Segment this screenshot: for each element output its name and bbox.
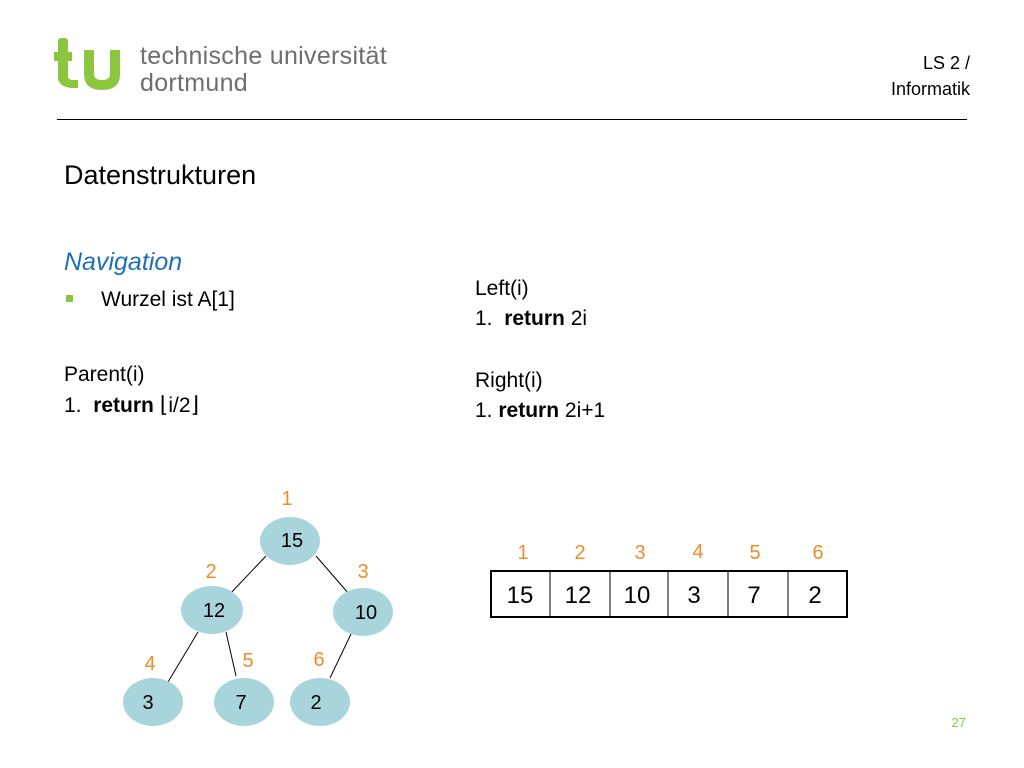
right-step-number: 1.: [475, 399, 493, 422]
floor-left-bracket: ⌊: [159, 392, 169, 417]
edge-2-4: [167, 631, 199, 683]
parent-line: 1. return ⌊i/2⌋: [64, 390, 199, 421]
university-line2: dortmund: [140, 69, 249, 97]
floor-right-bracket: ⌋: [190, 392, 200, 417]
parent-name: Parent(i): [64, 363, 145, 386]
array-index: 1: [517, 542, 528, 564]
tree-node-6: [290, 678, 350, 726]
edge-2-5: [225, 631, 237, 677]
tree-node-4: [123, 678, 183, 726]
array-cell: 12: [565, 582, 592, 609]
tree-node-3: [333, 588, 393, 636]
parent-keyword: return: [93, 394, 154, 417]
header-divider: [57, 119, 967, 120]
university-name: technische universität dortmund: [140, 43, 387, 97]
array-index: 3: [634, 542, 645, 564]
array-cell: 3: [687, 582, 700, 609]
tree-value: 12: [203, 600, 225, 622]
array-index: 5: [749, 542, 760, 564]
parent-expression: i/2: [168, 394, 191, 417]
edge-1-3: [315, 555, 350, 595]
right-block: Right(i) 1. return 2i+1: [475, 366, 605, 426]
tree-node-1: [260, 517, 320, 565]
slide-title: Datenstrukturen: [64, 160, 257, 190]
right-expression: 2i+1: [564, 399, 606, 422]
tree-index: 1: [281, 488, 292, 510]
left-expression: 2i: [570, 307, 588, 330]
tree-node-2: [181, 586, 243, 634]
tree-value: 15: [281, 530, 303, 552]
left-block: Left(i) 1. return 2i: [475, 274, 587, 334]
right-name: Right(i): [475, 369, 543, 392]
tree-index: 5: [242, 650, 253, 672]
array-border: [490, 570, 848, 618]
right-keyword: return: [498, 399, 560, 422]
bullet-text: Wurzel ist A[1]: [101, 288, 235, 311]
tu-logo-icon: [54, 38, 120, 90]
bullet-square-icon: [66, 295, 73, 302]
array-cell: 7: [747, 582, 760, 609]
department-line2: Informatik: [890, 79, 970, 99]
array-cell: 15: [507, 582, 534, 609]
tree-index: 4: [144, 653, 155, 675]
edge-1-2: [227, 555, 267, 597]
array-cell: 2: [808, 582, 821, 609]
department-label: LS 2 / Informatik: [891, 50, 970, 102]
parent-step-number: 1.: [64, 394, 82, 417]
left-name: Left(i): [475, 277, 529, 300]
edge-3-6: [329, 633, 352, 679]
department-line1: LS 2 /: [922, 53, 970, 73]
left-line: 1. return 2i: [475, 304, 587, 334]
tree-value: 7: [235, 692, 246, 714]
array-index: 2: [574, 542, 585, 564]
tree-node-5: [214, 678, 274, 726]
tree-index: 2: [205, 561, 216, 583]
left-step-number: 1.: [475, 307, 493, 330]
tree-value: 10: [355, 602, 377, 624]
slide-subtitle: Navigation: [64, 248, 183, 276]
array-cell: 10: [624, 582, 651, 609]
tree-value: 3: [142, 692, 153, 714]
page-number: 27: [951, 715, 966, 730]
tree-value: 2: [310, 692, 321, 714]
university-line1: technische universität: [140, 42, 388, 70]
array-index: 4: [692, 541, 703, 563]
tree-index: 6: [313, 649, 324, 671]
left-keyword: return: [504, 307, 565, 330]
tree-index: 3: [357, 561, 368, 583]
right-line: 1. return 2i+1: [475, 396, 605, 426]
parent-block: Parent(i) 1. return ⌊i/2⌋: [64, 360, 199, 421]
array-index: 6: [812, 542, 823, 564]
